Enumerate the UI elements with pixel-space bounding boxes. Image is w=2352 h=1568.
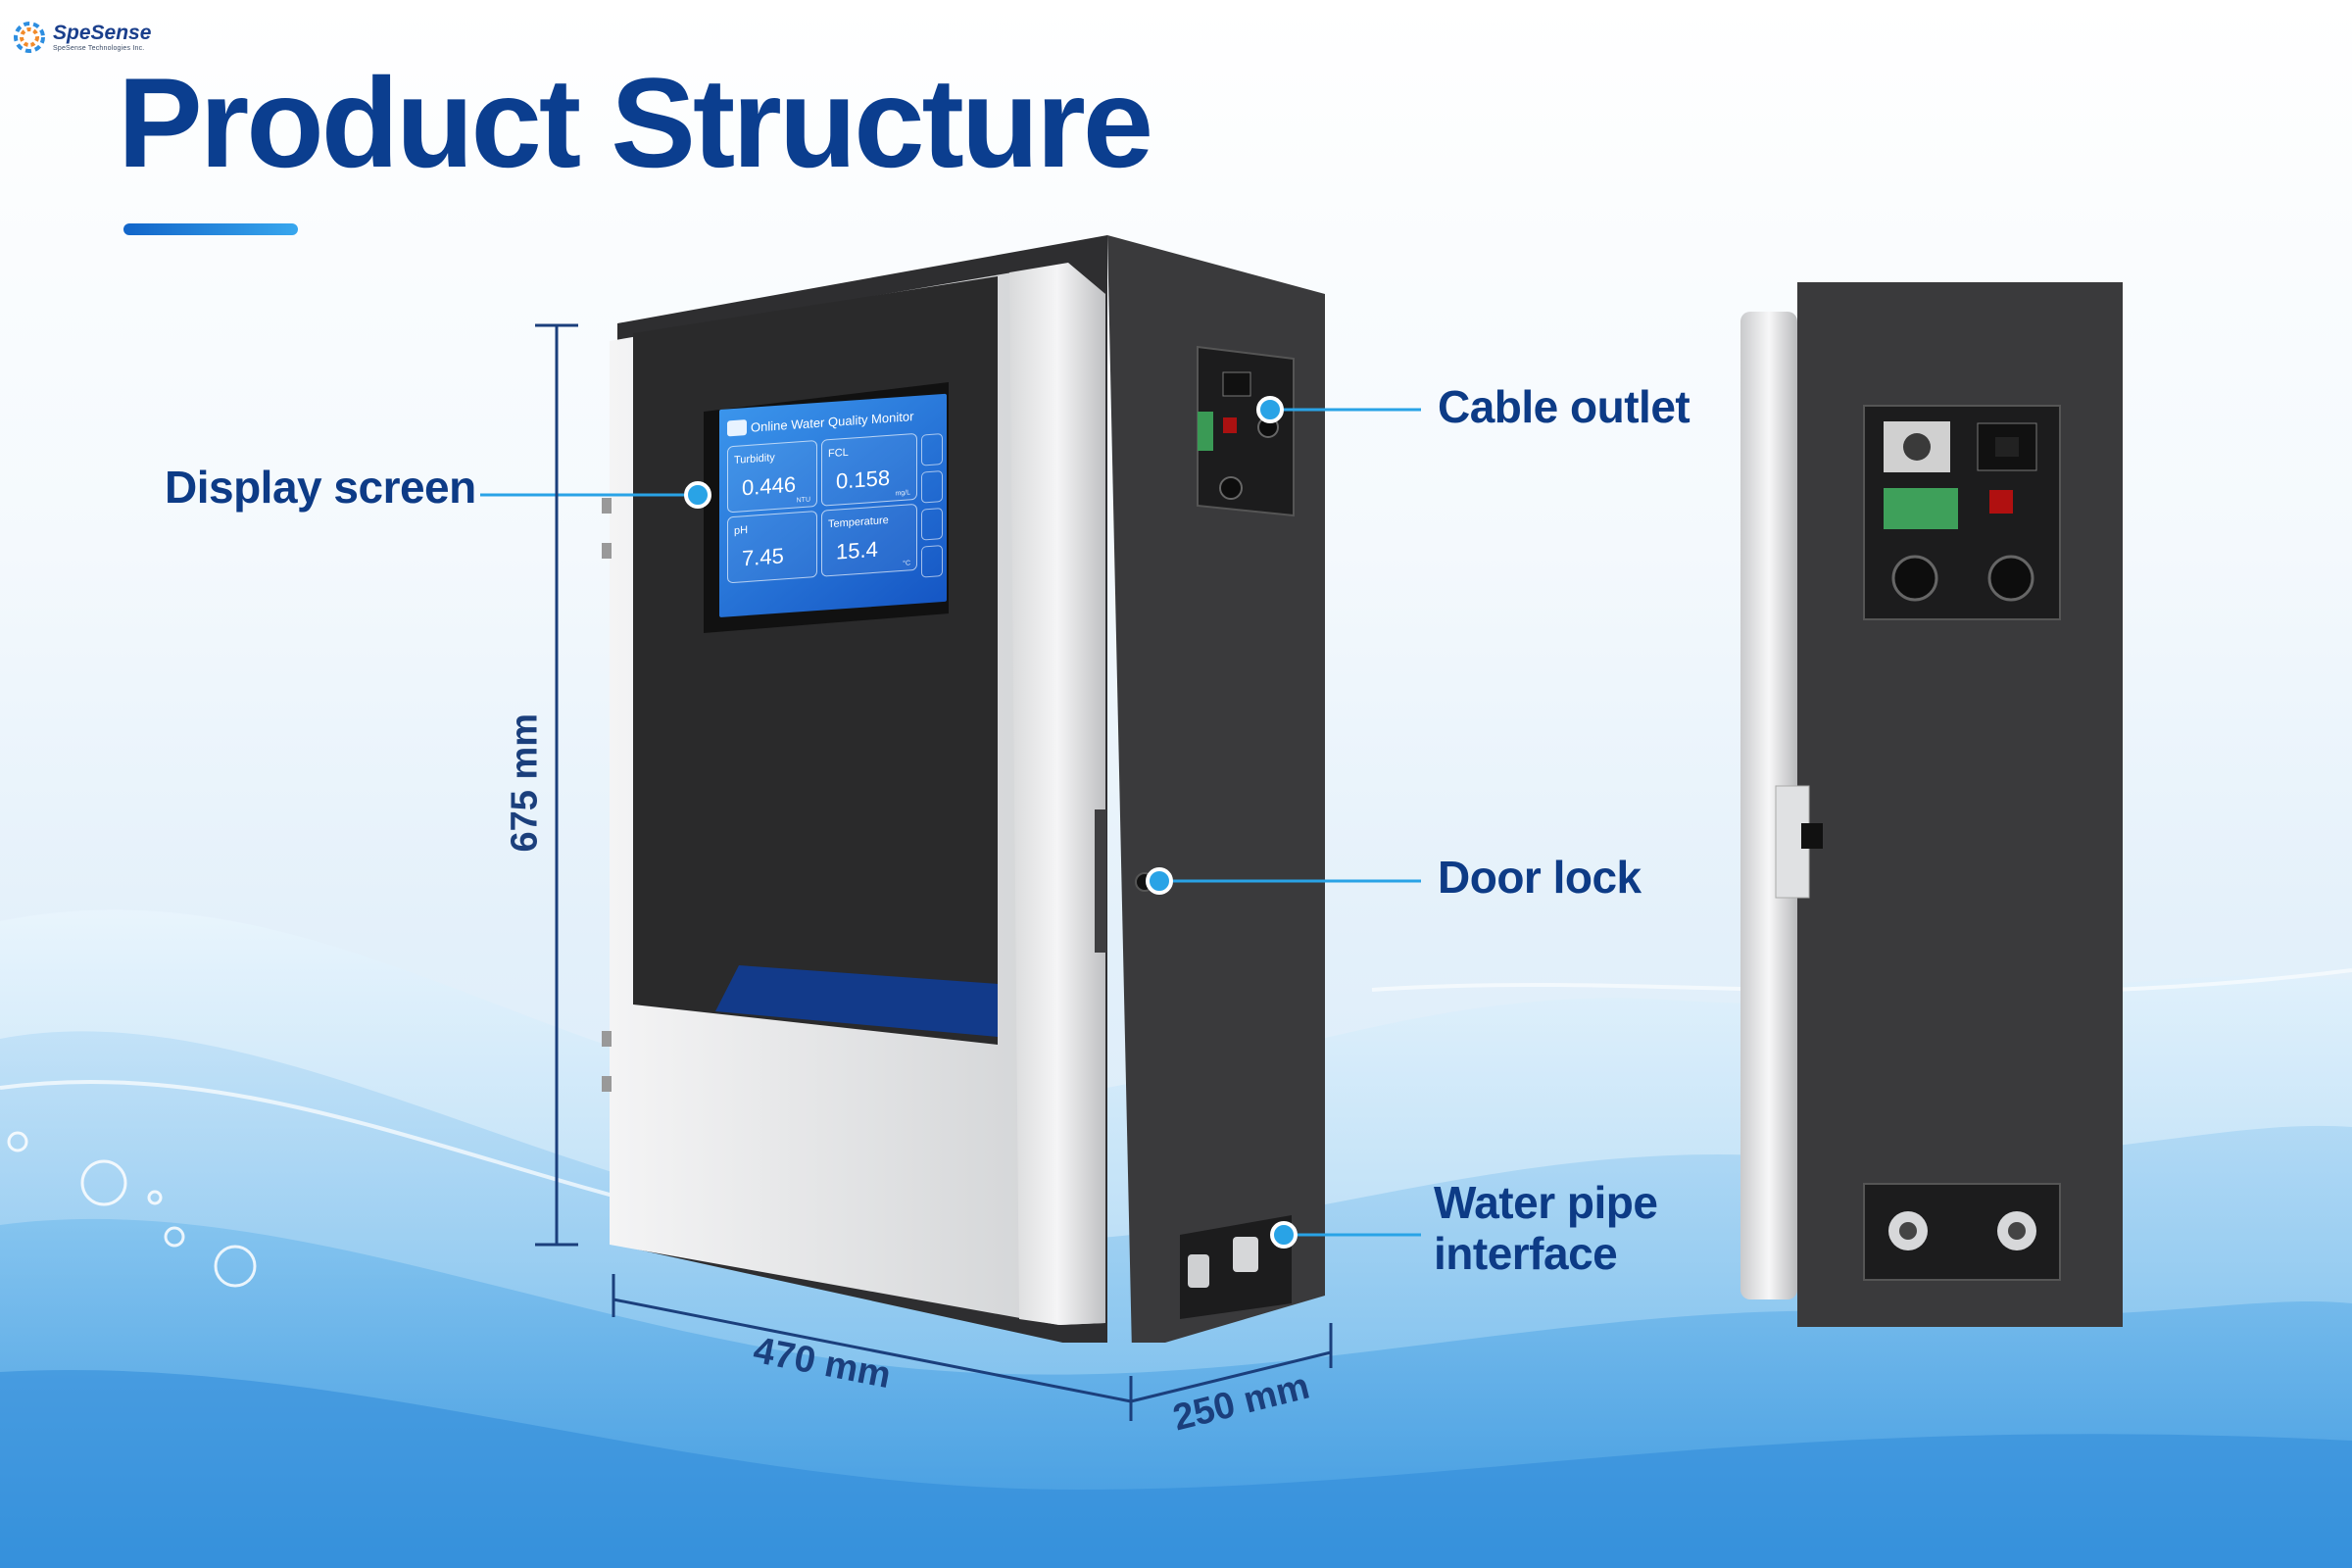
water-bubbles xyxy=(7,1131,257,1288)
cable-outlet-recess xyxy=(1197,345,1295,517)
door-lock-callout: Door lock xyxy=(1438,852,1642,903)
side-cabinet-illustration xyxy=(1740,282,2123,1327)
cable-callout-dot xyxy=(1256,396,1284,423)
display-screen-callout: Display screen xyxy=(165,462,476,513)
display-callout-dot xyxy=(684,481,711,509)
water-pipe-callout: Water pipe interface xyxy=(1434,1177,1658,1279)
brand-name: SpeSense xyxy=(53,22,152,44)
page-title: Product Structure xyxy=(118,51,1153,194)
title-underline xyxy=(123,223,298,235)
brand-logo-icon xyxy=(14,22,45,53)
pipe-callout-dot xyxy=(1270,1221,1298,1249)
height-dimension-label: 675 mm xyxy=(504,712,546,853)
cabinet-accent-strip xyxy=(715,965,998,1037)
cable-outlet-callout: Cable outlet xyxy=(1438,381,1690,432)
brand-tagline: SpeSense Technologies Inc. xyxy=(53,45,145,52)
lock-callout-dot xyxy=(1146,867,1173,895)
